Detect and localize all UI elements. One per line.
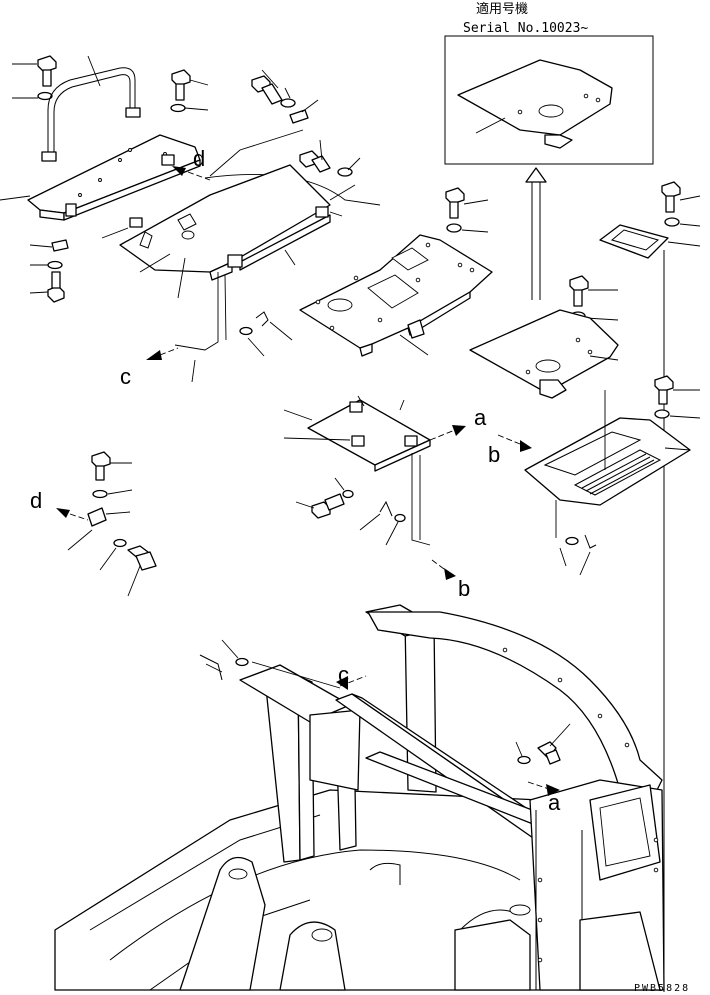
callout-b-right: b (488, 442, 500, 467)
callout-a-middle: a (474, 405, 487, 430)
right-plate-assembly: b (469, 181, 701, 992)
bolt-upper-left (12, 55, 57, 87)
washer-lower-left (30, 260, 63, 270)
arrow-a-frame (527, 781, 560, 796)
pin-frame-left (199, 654, 223, 681)
floor-plate-assembly (299, 187, 493, 357)
callout-c-left: c (120, 364, 131, 389)
bolt-left-lower-2 (127, 545, 157, 597)
pin-middle (359, 500, 393, 531)
clip-top-center (289, 99, 319, 124)
left-cover-assembly: d (0, 55, 211, 303)
serial-number-text: Serial No.10023~ (463, 21, 588, 36)
arrow-c-left (146, 347, 179, 360)
callout-c-frame: c (338, 662, 349, 687)
handle-bracket-left (41, 151, 57, 162)
serial-note: 適用号機 Serial No.10023~ (444, 1, 654, 165)
bolt-right-lower (654, 375, 700, 405)
bolt-right-upper (569, 275, 618, 307)
washer-left-lower-2 (99, 538, 127, 571)
arrow-b-middle (431, 559, 456, 580)
bolt-floor-plate (445, 187, 489, 219)
floor-plate-variant (457, 59, 613, 136)
washer-upper-mid (170, 103, 209, 113)
arrow-c-frame (336, 675, 367, 690)
main-frame: a c (54, 604, 665, 991)
bolt-left-lower (91, 451, 132, 481)
washer-left-lower (92, 489, 133, 499)
right-cover-plate (524, 417, 691, 506)
clip-left-lower (87, 507, 131, 527)
washer-right-lower (654, 409, 701, 419)
bracket-lower-left (29, 239, 69, 252)
handle-rod (47, 67, 136, 160)
bolt-top-center (251, 69, 283, 105)
arrow-d-lower (56, 508, 89, 521)
arrow-a-middle (429, 425, 466, 441)
callout-d-upper: d (193, 146, 205, 171)
bolt-upper-mid (171, 69, 209, 101)
serial-detail-frame (444, 35, 654, 165)
chassis-arm-left (179, 856, 266, 991)
center-cover-plate (119, 164, 331, 273)
pin-mid-right (255, 311, 293, 341)
bolt-center-b (299, 139, 331, 173)
washer-upper-left (12, 91, 53, 101)
floor-plate-variant-bracket (544, 134, 573, 149)
washer-middle-right (385, 513, 406, 546)
washer-floor-plate (446, 223, 489, 233)
arrow-b-right (497, 434, 532, 452)
callout-a-frame: a (548, 790, 561, 815)
left-small-group: d (30, 451, 157, 597)
washer-top-center (280, 87, 296, 108)
washer-frame (515, 741, 531, 765)
pin-right-lower (559, 534, 597, 576)
bracket-box (309, 709, 361, 791)
bolt-lower-left (29, 271, 65, 303)
washer-middle-left (334, 477, 354, 499)
bolt-frame (537, 723, 571, 765)
handle-bracket-right (125, 107, 141, 118)
variant-arrow (525, 167, 547, 300)
callout-b-middle: b (458, 576, 470, 601)
serial-applicable-label: 適用号機 (476, 1, 528, 17)
bolt-far-right-top (661, 181, 701, 213)
washer-mid-right (239, 326, 265, 357)
small-cover-plate (599, 224, 669, 259)
middle-plate-assembly: a b (283, 395, 487, 601)
callout-d-lower: d (30, 488, 42, 513)
washer-frame-left (221, 639, 249, 667)
washer-center-b (337, 157, 361, 177)
washer-far-right-top (664, 217, 701, 227)
bolt-middle-left (295, 493, 345, 519)
center-cover-assembly: c (101, 69, 381, 389)
drawing-code: PWB5828 (634, 983, 690, 994)
